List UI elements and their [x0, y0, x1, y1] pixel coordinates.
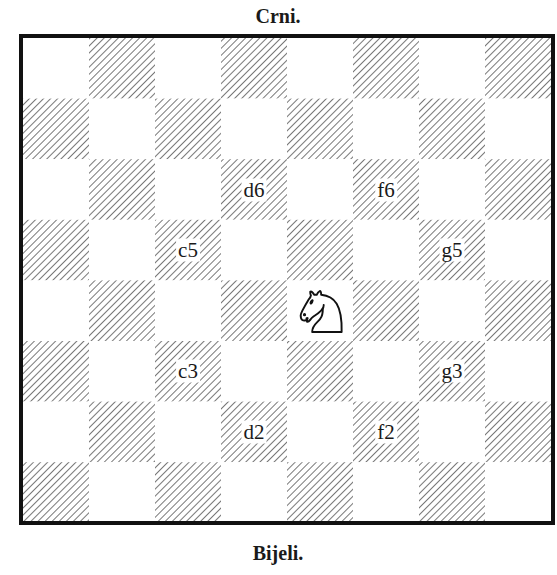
board-square	[23, 462, 89, 523]
board-squares	[23, 38, 551, 523]
board-square	[419, 280, 485, 341]
board-square	[419, 220, 485, 281]
board-square	[89, 38, 155, 99]
board-square	[89, 402, 155, 463]
board-square	[485, 280, 551, 341]
board-square	[89, 220, 155, 281]
board-square	[221, 99, 287, 160]
square-label: f6	[375, 178, 397, 201]
board-square	[419, 402, 485, 463]
square-label: g5	[440, 239, 465, 262]
board-square	[287, 159, 353, 220]
side-label: Bijeli.	[253, 543, 304, 563]
board-square	[353, 280, 419, 341]
board-square	[155, 159, 221, 220]
board-square	[89, 341, 155, 402]
square-label: d6	[242, 178, 267, 201]
board-square	[221, 462, 287, 523]
board-square	[23, 159, 89, 220]
board-square	[221, 341, 287, 402]
board-square	[23, 280, 89, 341]
board-square	[287, 462, 353, 523]
board-square	[221, 402, 287, 463]
board-square	[287, 220, 353, 281]
board-square	[23, 220, 89, 281]
board-square	[287, 280, 353, 341]
board-square	[353, 462, 419, 523]
board-square	[89, 462, 155, 523]
board-square	[155, 38, 221, 99]
board-square	[485, 99, 551, 160]
board-square	[287, 341, 353, 402]
board-square	[155, 99, 221, 160]
board-square	[287, 38, 353, 99]
board-square	[485, 341, 551, 402]
board-square	[155, 280, 221, 341]
board-square	[419, 159, 485, 220]
board-square	[155, 220, 221, 281]
board-square	[485, 220, 551, 281]
board-square	[353, 38, 419, 99]
board-square	[221, 220, 287, 281]
board-square	[353, 402, 419, 463]
board-square	[221, 159, 287, 220]
board-square	[221, 280, 287, 341]
board-square	[485, 402, 551, 463]
board-square	[23, 341, 89, 402]
knight-piece	[301, 291, 342, 332]
square-label: d2	[242, 420, 267, 443]
board-square	[287, 402, 353, 463]
board-square	[221, 38, 287, 99]
board-square	[89, 159, 155, 220]
board-square	[23, 402, 89, 463]
board-square	[287, 99, 353, 160]
board-square	[89, 280, 155, 341]
board-square	[419, 99, 485, 160]
board-square	[485, 159, 551, 220]
board-square	[23, 38, 89, 99]
board-square	[485, 462, 551, 523]
board-square	[353, 99, 419, 160]
square-label: c5	[176, 239, 200, 262]
board-square	[155, 402, 221, 463]
square-label: c3	[176, 360, 200, 383]
board-square	[353, 341, 419, 402]
board-square	[419, 341, 485, 402]
board-square	[419, 38, 485, 99]
square-label: g3	[440, 360, 465, 383]
side-label: Crni.	[256, 6, 301, 26]
square-label: f2	[375, 420, 397, 443]
board-square	[89, 99, 155, 160]
board-square	[419, 462, 485, 523]
board-square	[23, 99, 89, 160]
board-square	[353, 220, 419, 281]
board-square	[155, 341, 221, 402]
board-frame	[21, 36, 553, 523]
board-square	[485, 38, 551, 99]
board-square	[353, 159, 419, 220]
board-square	[155, 462, 221, 523]
